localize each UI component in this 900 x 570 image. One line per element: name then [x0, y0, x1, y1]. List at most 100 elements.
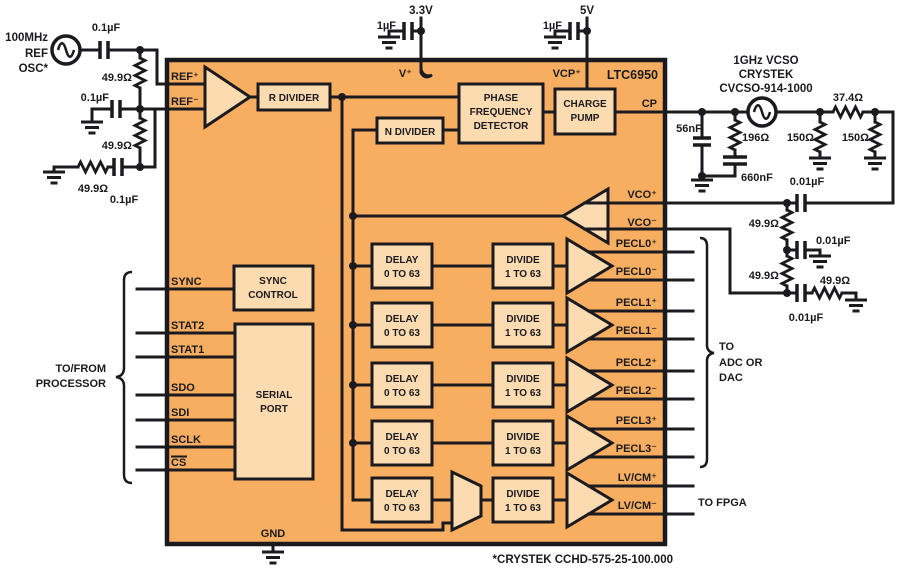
- sync-control-label-1: SYNC: [259, 276, 287, 287]
- cap-vco-top-label: 0.01µF: [790, 176, 825, 188]
- cap-56nf-label: 56nF: [676, 123, 702, 135]
- divide4-label-2: 1 TO 63: [505, 503, 541, 514]
- resistor-150-b: [866, 120, 884, 154]
- pin-cs: CS: [171, 457, 186, 469]
- serial-port-label-2: PORT: [260, 404, 288, 415]
- charge-pump-block: [553, 87, 617, 136]
- delay0-label-1: DELAY: [386, 255, 419, 266]
- pin-ref-minus: REF⁻: [171, 96, 199, 108]
- resistor-vco-top: [778, 208, 796, 242]
- adc-dac-brace: [699, 236, 715, 469]
- serial-port-block: [233, 322, 315, 481]
- divide-block-2: [491, 361, 555, 409]
- sync-control-label-2: CONTROL: [248, 290, 297, 301]
- resistor-37-4: [831, 103, 865, 121]
- pin-sclk: SCLK: [171, 434, 201, 446]
- delay0-label-2: 0 TO 63: [384, 269, 420, 280]
- sync-control-block: [232, 264, 315, 312]
- ref-osc-label-1: 100MHz: [5, 32, 48, 44]
- r-divider-label: R DIVIDER: [269, 93, 320, 104]
- delay4-label-1: DELAY: [386, 489, 419, 500]
- delay-block-1: [370, 301, 434, 349]
- processor-brace: [115, 270, 133, 485]
- delay2-label-2: 0 TO 63: [384, 388, 420, 399]
- vcso-label-3: CVCSO-914-1000: [719, 83, 812, 95]
- divide3-label-1: DIVIDE: [506, 432, 540, 443]
- pin-vco-minus: VCO⁻: [627, 217, 657, 229]
- divide0-label-1: DIVIDE: [506, 255, 540, 266]
- pin-vco-plus: VCO⁺: [627, 189, 657, 201]
- cap-ref-bottom: [112, 158, 124, 176]
- charge-pump-label-2: PUMP: [571, 113, 600, 124]
- pfd-label-2: FREQUENCY: [470, 107, 533, 118]
- ground-v5: [544, 35, 566, 50]
- delay3-label-2: 0 TO 63: [384, 446, 420, 457]
- footnote: *CRYSTEK CCHD-575-25-100.000: [493, 554, 673, 566]
- pin-pecl1-minus: PECL1⁻: [616, 325, 657, 337]
- wires: [52, 16, 895, 554]
- ground-v33: [378, 35, 400, 50]
- resistor-150-a: [811, 120, 829, 154]
- capacitors: [98, 22, 807, 302]
- adc-label-3: DAC: [719, 372, 743, 384]
- ref-input-buffer: [203, 64, 253, 130]
- cap-vco-mid: [795, 241, 807, 259]
- ref-osc-label-2: REF: [25, 48, 48, 60]
- serial-port-label-1: SERIAL: [256, 390, 293, 401]
- pin-sync: SYNC: [171, 276, 202, 288]
- ground-chip-gnd: [262, 550, 284, 565]
- rdivider-feedback-wire: [340, 95, 454, 532]
- pin-stat1: STAT1: [171, 344, 204, 356]
- processor-label-1: TO/FROM: [55, 363, 106, 375]
- divide2-label-2: 1 TO 63: [505, 388, 541, 399]
- vcso-label-1: 1GHz VCSO: [733, 55, 798, 67]
- pin-cp: CP: [642, 98, 657, 110]
- resistor-vco-mid: [778, 254, 796, 288]
- delay3-label-1: DELAY: [386, 432, 419, 443]
- ground-ref-bottom: [43, 170, 65, 185]
- ground-ref-mid: [81, 120, 103, 135]
- resistor-ref-top-label: 49.9Ω: [102, 72, 132, 84]
- resistor-vco-mid-label: 49.9Ω: [749, 270, 779, 282]
- pin-pecl3-minus: PECL3⁻: [616, 443, 657, 455]
- pin-vplus: V⁺: [399, 68, 412, 80]
- cap-vco-bottom: [795, 284, 807, 302]
- divide1-label-2: 1 TO 63: [505, 328, 541, 339]
- delay-block-3: [370, 419, 434, 467]
- adc-label-2: ADC OR: [719, 357, 762, 369]
- cap-vco-mid-label: 0.01µF: [816, 235, 851, 247]
- ground-150-a: [809, 156, 831, 171]
- chip-part-number: LTC6950: [607, 68, 658, 82]
- labels: 100MHz REF OSC* 0.1µF 49.9Ω 0.1µF 49.9Ω …: [5, 5, 869, 566]
- ref-osc-label-3: OSC*: [19, 63, 49, 75]
- ground-vco-mid: [809, 254, 831, 269]
- pin-pecl0-plus: PECL0⁺: [616, 238, 657, 250]
- adc-label-1: TO: [719, 341, 735, 353]
- pin-sdi: SDI: [171, 407, 189, 419]
- delay-block-4: [370, 476, 434, 524]
- pin-pecl3-plus: PECL3⁺: [616, 415, 657, 427]
- pin-vcp: VCP⁺: [553, 68, 582, 80]
- cap-ref-top-label: 0.1µF: [92, 22, 121, 34]
- ground-symbols: [43, 35, 886, 565]
- delay-block-2: [370, 361, 434, 409]
- divide-block-1: [491, 301, 555, 349]
- cap-ref-mid-label: 0.1µF: [81, 92, 110, 104]
- ground-56nf: [691, 178, 713, 193]
- resistor-vco-term: [810, 284, 844, 302]
- cap-v33: [402, 22, 414, 40]
- resistor-37-4-label: 37.4Ω: [833, 92, 863, 104]
- cap-ref-bottom-label: 0.1µF: [110, 194, 139, 206]
- cap-vco-top: [795, 194, 807, 212]
- resistor-vco-term-label: 49.9Ω: [820, 275, 850, 287]
- pfd-label-3: DETECTOR: [474, 121, 530, 132]
- vcso-label-2: CRYSTEK: [739, 69, 794, 81]
- resistor-196: [726, 118, 744, 152]
- resistor-ref-mid-label: 49.9Ω: [102, 140, 132, 152]
- pin-sdo: SDO: [171, 382, 195, 394]
- ref-osc-symbol: [50, 34, 82, 66]
- v5-label: 5V: [580, 5, 594, 17]
- cap-ref-mid: [110, 100, 122, 118]
- resistor-vco-top-label: 49.9Ω: [749, 218, 779, 230]
